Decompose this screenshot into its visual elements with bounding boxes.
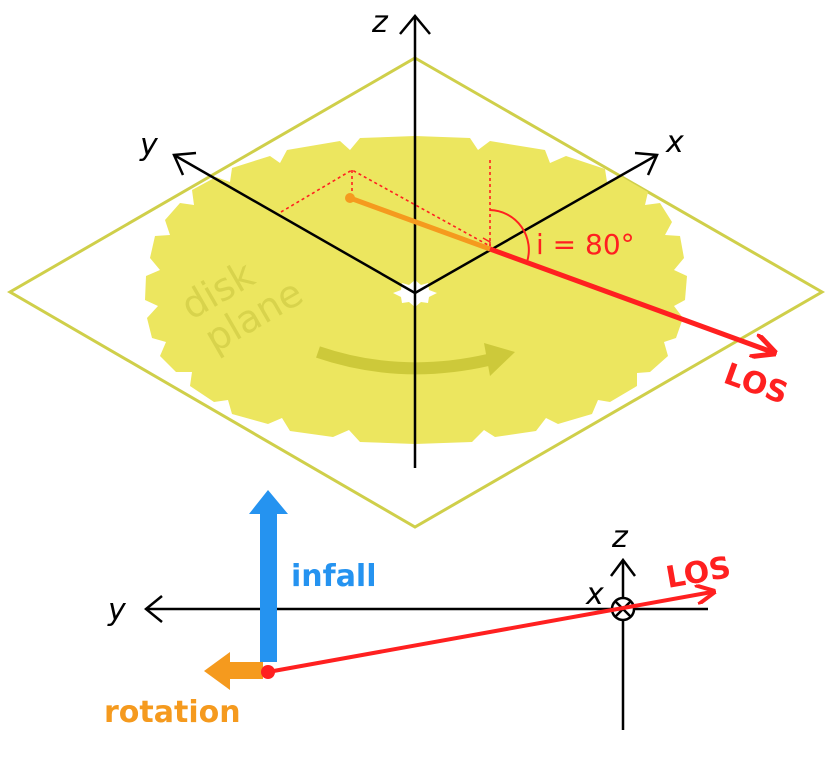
side-los-arrow	[267, 592, 712, 674]
infall-arrow-shaft	[260, 512, 277, 662]
side-y-axis-arrowhead	[144, 595, 163, 623]
rotation-arrow-head	[204, 652, 230, 690]
disk-rotation-arrow	[316, 346, 490, 375]
plane-diamond	[7, 56, 826, 529]
inclination-label: i = 80°	[536, 228, 635, 261]
side-y-axis-label: y	[107, 593, 127, 628]
side-los-label: LOS	[663, 550, 733, 596]
side-x-axis-label: x	[585, 577, 604, 612]
infall-arrow-head	[249, 490, 288, 514]
los-arrow	[489, 246, 772, 352]
y-axis	[173, 153, 416, 295]
x-axis-arrowhead	[634, 151, 659, 176]
orange-source-dot	[345, 193, 355, 203]
disk-rotation-arrowhead	[484, 343, 515, 376]
rotation-label: rotation	[104, 695, 241, 730]
los-label: LOS	[719, 357, 792, 412]
side-z-axis-arrowhead	[610, 557, 636, 577]
side-view: y z x infall rotation LOS	[104, 490, 734, 730]
rotation-arrow-shaft	[228, 662, 263, 679]
z-axis-arrowhead	[399, 14, 431, 35]
x-axis-label: x	[665, 125, 684, 160]
top-view: disk plane z y x i = 80° LOS	[7, 5, 826, 529]
projection-guides	[280, 160, 491, 246]
infall-label: infall	[291, 559, 377, 594]
y-axis-arrowhead	[172, 151, 197, 176]
inclination-arc	[489, 209, 530, 263]
side-z-axis-label: z	[611, 520, 629, 555]
orange-projection	[349, 195, 491, 252]
y-axis-label: y	[139, 128, 159, 163]
z-axis-label: z	[371, 5, 389, 40]
side-source-dot	[261, 665, 275, 679]
x-axis	[414, 153, 658, 295]
